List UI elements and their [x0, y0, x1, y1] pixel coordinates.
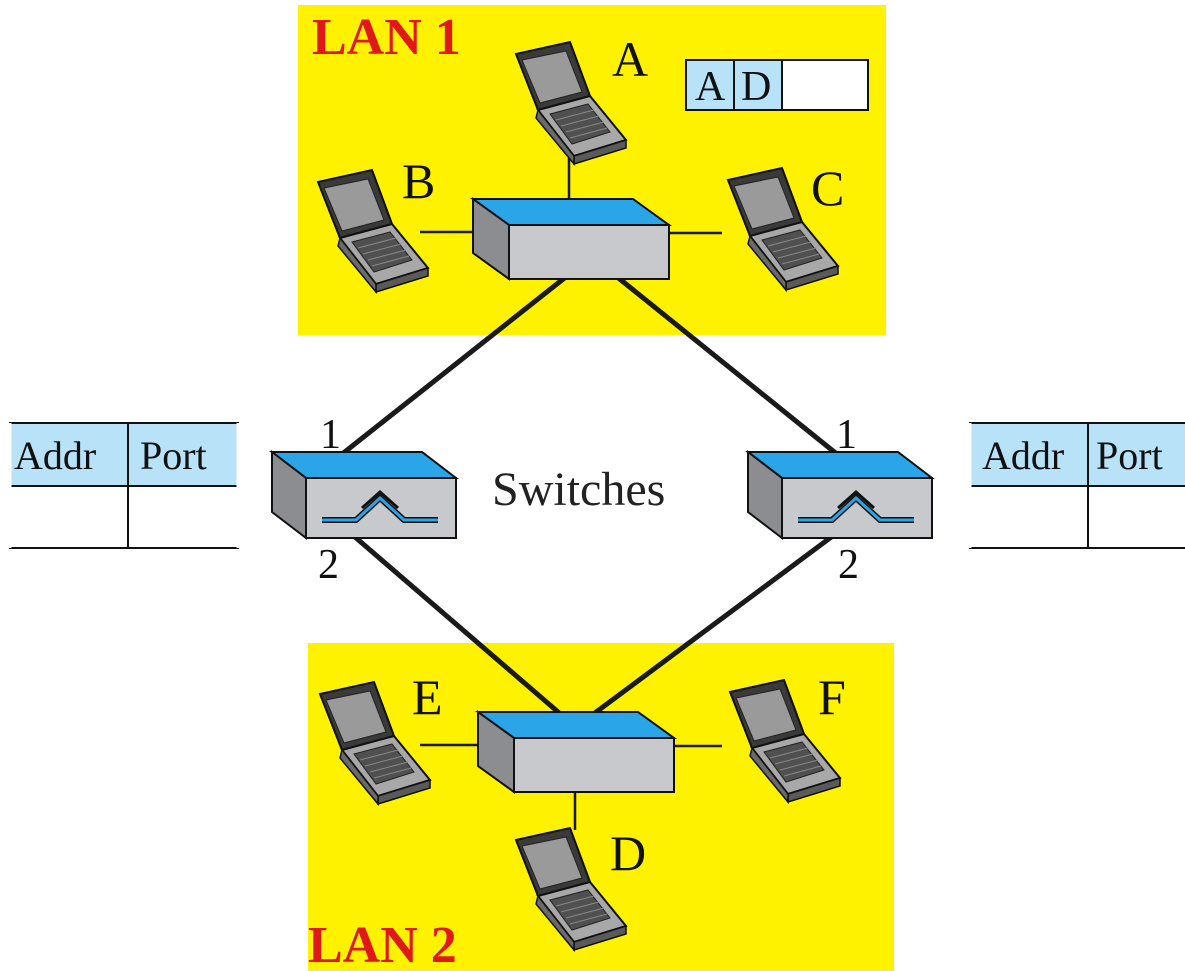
link-bridge-right-lan2 — [578, 532, 836, 727]
frame-source: A — [695, 64, 726, 110]
host-e-label: E — [412, 669, 443, 725]
host-c-label: C — [811, 160, 844, 216]
bridge-left-switch-icon — [272, 452, 456, 538]
lan2-title: LAN 2 — [308, 917, 457, 971]
host-a-label: A — [612, 31, 648, 87]
switches-label: Switches — [492, 463, 665, 516]
link-bridge-left-lan2 — [353, 535, 574, 726]
right-table-port-header: Port — [1096, 433, 1163, 478]
lan2-host-links — [420, 743, 722, 830]
host-d-label: D — [610, 825, 646, 881]
left-table-addr-header: Addr — [14, 433, 96, 478]
link-lan1-bridge-left — [325, 274, 569, 468]
host-f-label: F — [818, 669, 846, 725]
lan1-title: LAN 1 — [312, 9, 461, 66]
bridge-left-port-1: 1 — [320, 412, 341, 458]
lan1-hub-icon — [472, 198, 670, 280]
left-table-port-header: Port — [140, 433, 207, 478]
bridge-left-port-2: 2 — [318, 542, 339, 588]
bridge-left-address-table: Addr Port — [8, 422, 240, 549]
bridge-right-port-2: 2 — [838, 542, 859, 588]
link-lan1-bridge-right — [614, 274, 840, 457]
bridge-right-address-table: Addr Port — [968, 422, 1185, 549]
host-b-label: B — [402, 153, 435, 209]
bridge-right-port-1: 1 — [836, 412, 857, 458]
frame: A D — [685, 59, 869, 111]
right-table-addr-header: Addr — [982, 433, 1064, 478]
bridge-right-switch-icon — [748, 452, 932, 538]
lan2-hub-icon — [477, 711, 675, 793]
backbone-links — [325, 274, 840, 727]
frame-destination: D — [741, 64, 771, 110]
